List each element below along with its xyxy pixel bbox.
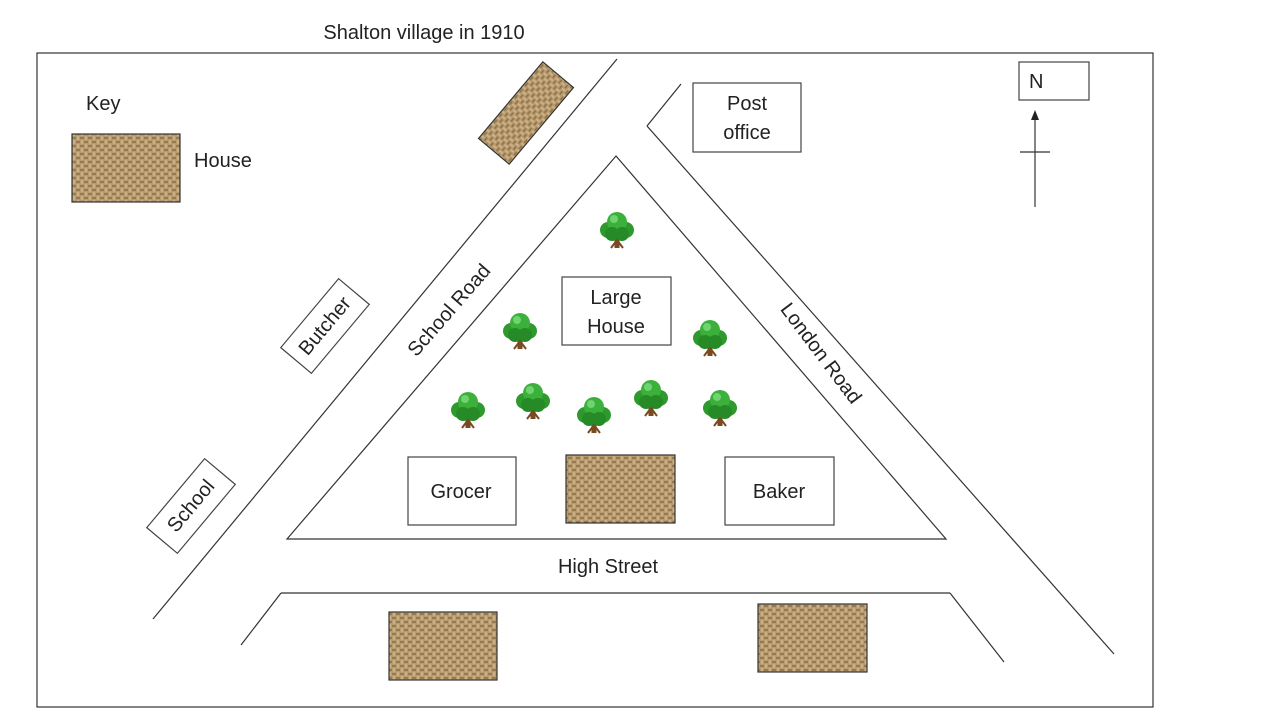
tree-icon xyxy=(702,389,738,427)
compass: N xyxy=(1018,61,1090,207)
tree-icon xyxy=(450,391,486,429)
post-office-line1: Post xyxy=(727,93,767,115)
london-road-label: London Road xyxy=(776,299,866,408)
baker: Baker xyxy=(724,456,835,526)
map-frame xyxy=(36,52,1154,708)
butcher: Butcher xyxy=(279,277,371,375)
tree-icon xyxy=(599,211,635,249)
house-south-west xyxy=(388,611,498,681)
post-office: Post office xyxy=(692,82,802,153)
tree-icon xyxy=(576,396,612,434)
north-arrow-icon xyxy=(1020,110,1050,207)
grocer-label: Grocer xyxy=(430,481,491,503)
tree-icon xyxy=(692,319,728,357)
tree-icon xyxy=(633,379,669,417)
map-key: Key House xyxy=(71,93,252,203)
house-village-centre xyxy=(565,454,676,524)
school-road-label: School Road xyxy=(404,260,496,361)
compass-box xyxy=(1018,61,1090,101)
house-south-east xyxy=(757,603,868,673)
tree-icon xyxy=(515,382,551,420)
map-title: Shalton village in 1910 xyxy=(323,22,524,44)
compass-label: N xyxy=(1029,71,1043,93)
high-street-label: High Street xyxy=(558,556,658,578)
school: School xyxy=(145,457,237,555)
key-heading: Key xyxy=(86,93,120,115)
house-north xyxy=(477,60,575,166)
large-house-line2: House xyxy=(587,316,645,338)
road-lines xyxy=(152,58,1115,663)
baker-label: Baker xyxy=(753,481,806,503)
key-house-label: House xyxy=(194,150,252,172)
grocer: Grocer xyxy=(407,456,517,526)
large-house-line1: Large xyxy=(590,287,641,309)
post-office-line2: office xyxy=(723,122,770,144)
house-icon xyxy=(71,133,181,203)
large-house: Large House xyxy=(561,276,672,346)
tree-icon xyxy=(502,312,538,350)
